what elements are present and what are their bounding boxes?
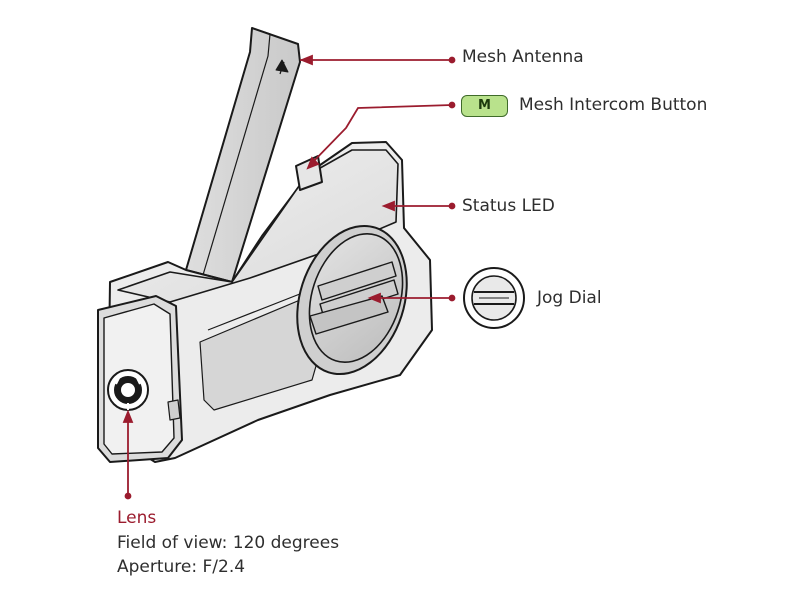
jog-dial: [296, 224, 408, 376]
jog-dial-icon: [463, 267, 525, 329]
lens: [107, 369, 149, 411]
label-lens-fov: Field of view: 120 degrees: [117, 533, 340, 553]
mesh-button-badge: M: [461, 95, 508, 117]
callout-line-mesh-intercom-button: [309, 104, 453, 166]
label-lens-aperture: Aperture: F/2.4: [117, 557, 246, 577]
label-jog-dial: Jog Dial: [537, 288, 602, 308]
mesh-antenna: [185, 27, 301, 283]
label-mesh-antenna: Mesh Antenna: [462, 47, 584, 67]
label-mesh-intercom-button: Mesh Intercom Button: [519, 95, 708, 115]
label-status-led: Status LED: [462, 196, 555, 216]
label-lens: Lens: [117, 508, 157, 528]
